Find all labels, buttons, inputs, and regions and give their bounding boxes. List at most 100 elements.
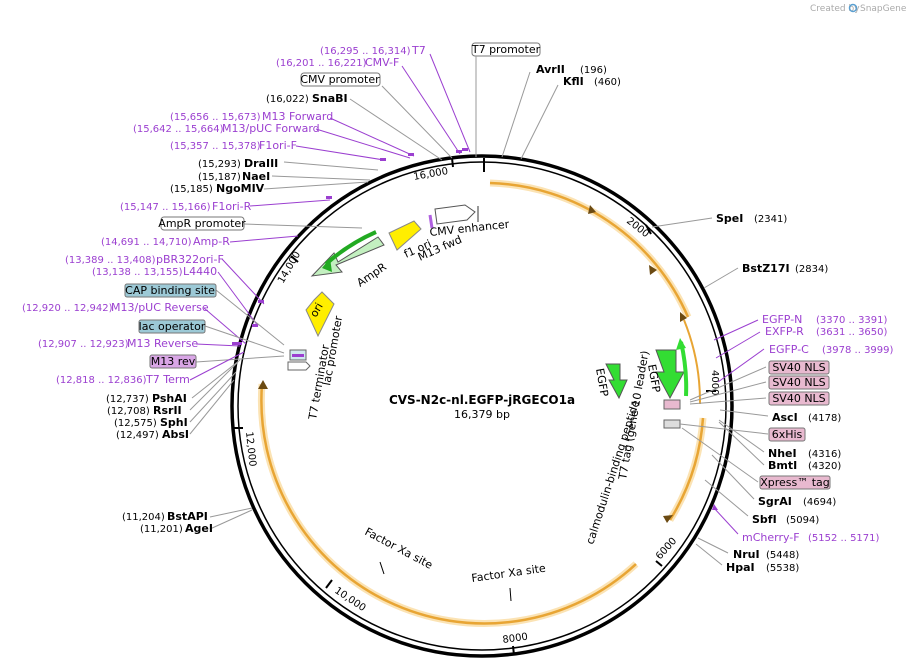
primer-f1ori-r-pos: (15,147 .. 15,166) [120, 202, 211, 213]
tick-label: 12,000 [243, 431, 258, 467]
enzyme-naei-pos: (15,187) [198, 172, 241, 183]
sv40-nls-box-3 [768, 391, 830, 406]
primer-t7-term: T7 Term [145, 373, 190, 386]
m13-rev-box [149, 354, 197, 369]
primer-l4440: L4440 [183, 265, 217, 278]
xpress-tag-label: Xpress™ tag [760, 476, 830, 489]
orf-arrow-3-icon [680, 312, 687, 322]
enzyme-asci-pos: (4178) [808, 413, 841, 424]
enzyme-kfli: KflI [563, 75, 584, 88]
primer-t7-pos: (16,295 .. 16,314) [320, 46, 411, 57]
cmv-enhancer: CMV enhancer [428, 204, 510, 239]
tick-label: 4000 [709, 370, 720, 395]
enzyme-snabi-pos: (16,022) [266, 94, 309, 105]
primer-exfp-r-pos: (3631 .. 3650) [816, 327, 888, 338]
enzyme-sbfi-pos: (5094) [786, 515, 819, 526]
factor-xa-label-2: Factor Xa site [471, 562, 547, 585]
enzyme-agei-pos: (11,201) [140, 524, 183, 535]
enzyme-bstapi-pos: (11,204) [122, 512, 165, 523]
enzyme-ngomiv-pos: (15,185) [170, 184, 213, 195]
enzyme-nrui: NruI [733, 548, 760, 561]
primer-mcherry-f: mCherry-F [742, 531, 800, 544]
sv40-nls-box-2 [768, 375, 830, 390]
orf-arc-2-halo [667, 417, 707, 522]
cap-binding-site-box [124, 283, 217, 298]
primer-cmv-f: CMV-F [365, 56, 399, 69]
sv40-nls-box-1 [768, 360, 830, 375]
orf-arrow-2-icon [649, 265, 657, 275]
ampr-promoter-label: AmpR promoter [158, 217, 246, 230]
primer-mcherry-f-pos: (5152 .. 5171) [808, 533, 880, 544]
credit-brand: SnapGene [860, 4, 907, 14]
ampr-label: AmpR [354, 260, 389, 289]
orf-arrow-5-icon [258, 380, 268, 389]
factor-xa-sites: Factor Xa site Factor Xa site [363, 525, 547, 602]
enzyme-bstz17i-pos: (2834) [795, 264, 828, 275]
plasmid-length: 16,379 bp [454, 408, 510, 421]
enzyme-sgrai: SgrAI [758, 495, 792, 508]
sv40-nls-label-3: SV40 NLS [772, 392, 825, 405]
primer-amp-r-pos: (14,691 .. 14,710) [101, 237, 192, 248]
enzyme-nhei-pos: (4316) [808, 449, 841, 460]
t7-promoter-box: T7 promoter [471, 42, 541, 157]
enzyme-absi: AbsI [162, 428, 189, 441]
orf-arrow-1-icon [588, 205, 596, 214]
enzyme-bmti: BmtI [768, 459, 797, 472]
primer-m13-forward-pos: (15,656 .. 15,673) [170, 112, 261, 123]
enzyme-hpai-pos: (5538) [766, 563, 799, 574]
ampr-promoter-box [160, 216, 245, 231]
enzyme-sphi: SphI [160, 416, 188, 429]
primer-t7: T7 [411, 44, 426, 57]
enzyme-sphi-pos: (12,575) [114, 418, 157, 429]
enzyme-hpai: HpaI [726, 561, 755, 574]
primer-m13-reverse: M13 Reverse [127, 337, 198, 350]
tick-label: 6000 [654, 536, 679, 562]
primer-egfp-n-pos: (3370 .. 3391) [816, 315, 888, 326]
enzyme-bstapi: BstAPI [167, 510, 208, 523]
primer-l4440-pos: (13,138 .. 13,155) [92, 267, 183, 278]
orf-arc-4 [683, 319, 702, 405]
primer-m13-puc-forward: M13/pUC Forward [222, 122, 320, 135]
lac-operator-label: lac operator [139, 320, 206, 333]
primer-m13-puc-forward-pos: (15,642 .. 15,664) [133, 124, 224, 135]
enzyme-avrii: AvrII [536, 63, 565, 76]
enzyme-sbfi: SbfI [752, 513, 777, 526]
orf-arrow-4-icon [663, 515, 673, 523]
primer-egfp-c: EGFP-C [769, 343, 809, 356]
enzyme-agei: AgeI [185, 522, 213, 535]
primer-amp-r: Amp-R [193, 235, 230, 248]
calmodulin-label: calmodulin-binding peptide [583, 398, 642, 546]
cmv-promoter-box [300, 72, 381, 87]
enzyme-bmti-pos: (4320) [808, 461, 841, 472]
plasmid-name: CVS-N2c-nl.EGFP-jRGECO1a [389, 393, 575, 407]
primer-m13-forward: M13 Forward [262, 110, 333, 123]
cap-binding-site-label: CAP binding site [125, 284, 215, 297]
ori: ori [305, 291, 335, 338]
primer-m13-reverse-pos: (12,907 .. 12,923) [38, 339, 129, 350]
ori-label: ori [307, 301, 325, 320]
egfp-label-2: EGFP [645, 363, 663, 394]
6xhis-label: 6xHis [772, 428, 803, 441]
snapgene-logo-icon [848, 3, 858, 13]
primer-pbr322ori-f: pBR322ori-F [156, 253, 224, 266]
primer-m13-puc-reverse: M13/pUC Reverse [111, 301, 209, 314]
orf-arc-1-halo [489, 179, 692, 319]
credit: Created by SnapGene [810, 3, 907, 14]
primer-arrow-icon [712, 504, 718, 510]
primer-f1ori-f-pos: (15,357 .. 15,378) [170, 141, 261, 152]
enzyme-draiii: DraIII [244, 157, 278, 170]
enzyme-sgrai-pos: (4694) [803, 497, 836, 508]
cmv-promoter-label: CMV promoter [300, 73, 380, 86]
enzyme-nhei: NheI [768, 447, 797, 460]
primer-exfp-r: EXFP-R [765, 325, 804, 338]
egfp-label-1: EGFP [593, 367, 611, 398]
orf-arc-3 [260, 383, 637, 625]
orf-arc-2 [668, 417, 705, 521]
primer-egfp-n: EGFP-N [762, 313, 802, 326]
primer-f1ori-r: F1ori-R [212, 200, 252, 213]
primer-f1ori-f: F1ori-F [259, 139, 297, 152]
primer-m13-puc-reverse-pos: (12,920 .. 12,942) [22, 303, 113, 314]
enzyme-avrii-pos: (196) [580, 65, 607, 76]
left-labels: T7 (16,295 .. 16,314) CMV-F (16,201 .. 1… [22, 44, 471, 535]
enzyme-ngomiv: NgoMIV [216, 182, 265, 195]
